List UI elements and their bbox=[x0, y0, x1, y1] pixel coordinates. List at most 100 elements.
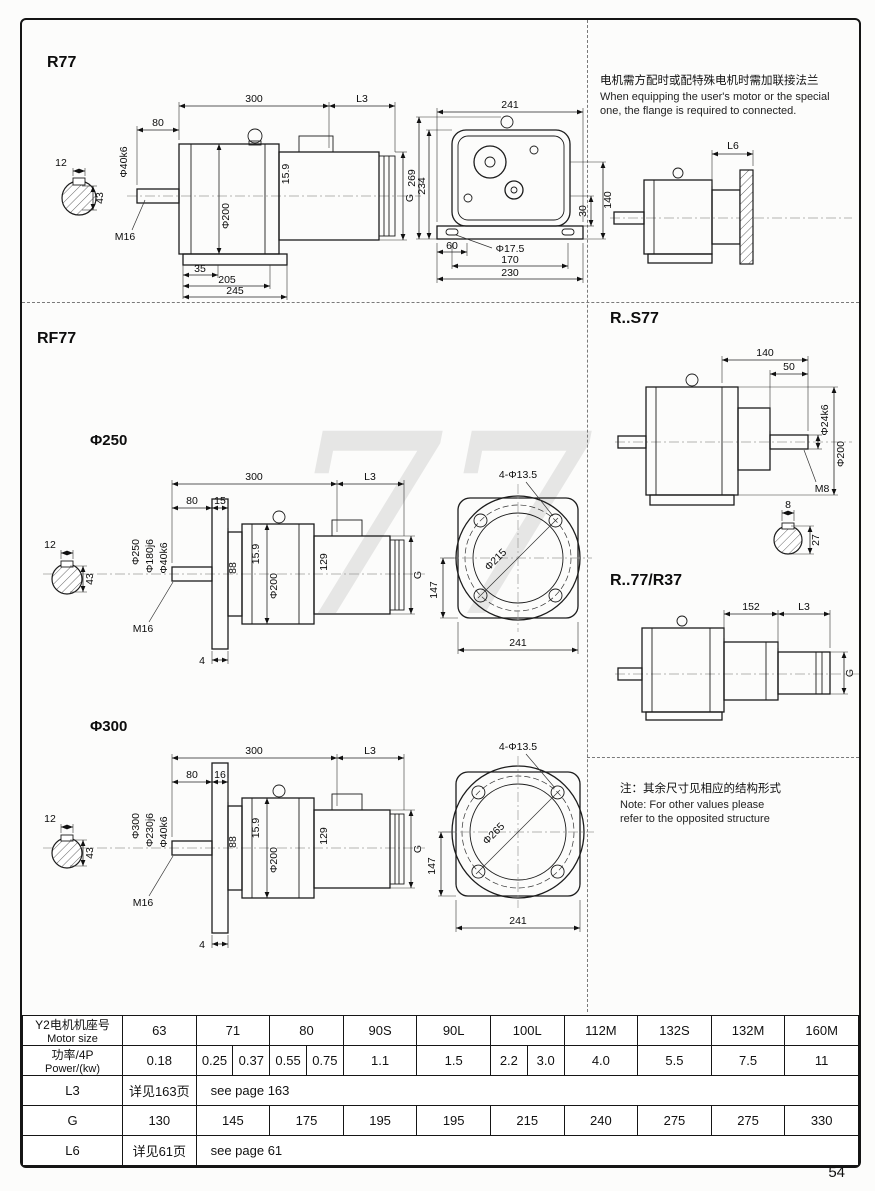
table-cell: 0.25 bbox=[201, 1053, 228, 1068]
dim-key-height: 43 bbox=[84, 847, 96, 859]
dim-80: 80 bbox=[152, 117, 164, 129]
dim-147: 147 bbox=[428, 581, 440, 599]
g-header: G bbox=[22, 1105, 123, 1136]
flange-note-en2: one, the flange is required to connected… bbox=[600, 105, 797, 118]
table-cell: 0.18 bbox=[122, 1045, 197, 1076]
subsection-title-phi300: Φ300 bbox=[90, 718, 128, 735]
dimension-lines bbox=[440, 481, 579, 654]
dim-l3: L3 bbox=[364, 471, 376, 483]
section-title-r77: R77 bbox=[47, 54, 77, 71]
motor-size-header-cn: Y2电机机座号 bbox=[35, 1018, 110, 1032]
section-title-r77r37: R..77/R37 bbox=[610, 572, 683, 589]
dim-g: G bbox=[412, 845, 424, 853]
dim-step: 15.9 bbox=[280, 164, 292, 185]
table-cell: 112M bbox=[563, 1015, 639, 1046]
table-cell: 132S bbox=[637, 1015, 712, 1046]
dim-230: 230 bbox=[501, 267, 519, 279]
dim-241: 241 bbox=[509, 637, 527, 649]
table-cell: 1.5 bbox=[416, 1045, 491, 1076]
structure-note-cn: 注：其余尺寸见相应的结构形式 bbox=[620, 783, 781, 795]
dim-bolt-holes: 4-Φ13.5 bbox=[499, 741, 537, 753]
dim-thread: M16 bbox=[133, 623, 154, 635]
housing-front bbox=[436, 115, 584, 240]
structure-note: 注：其余尺寸见相应的结构形式 Note: For other values pl… bbox=[620, 780, 875, 827]
rf77-300-side-drawing: 12 43 bbox=[43, 745, 425, 951]
table-cell: 7.5 bbox=[710, 1045, 786, 1076]
shaft-key-section bbox=[773, 510, 814, 555]
table-cell: 145 bbox=[195, 1105, 271, 1136]
flange-adapter-drawing: L6 bbox=[610, 140, 852, 265]
r77-front-drawing: 241 269 234 30 140 60 Φ17.5 170 230 bbox=[406, 99, 614, 283]
l6-header: L6 bbox=[22, 1135, 123, 1166]
table-cell: 63 bbox=[122, 1015, 197, 1046]
dim-bolt-circle: Φ215 bbox=[482, 546, 509, 573]
page-number: 54 bbox=[828, 1164, 845, 1181]
spec-table: Y2电机机座号 Motor size 63 71 80 90S 90L 100L… bbox=[22, 1015, 860, 1166]
dim-205: 205 bbox=[218, 274, 236, 286]
dim-flange-thickness: 16 bbox=[214, 769, 226, 781]
gearunit-outline bbox=[617, 373, 809, 506]
l3-header: L3 bbox=[22, 1075, 123, 1106]
table-cell: 详见61页 bbox=[122, 1135, 197, 1166]
dim-thread: M8 bbox=[815, 483, 830, 495]
table-cell: see page 61 bbox=[195, 1135, 860, 1166]
dim-170: 170 bbox=[501, 254, 519, 266]
dim-50: 50 bbox=[783, 361, 795, 373]
table-cell: 4.0 bbox=[563, 1045, 639, 1076]
row-g: G 130 145 175 195 195 215 240 275 275 33… bbox=[22, 1105, 859, 1136]
dim-spigot-dia: Φ180j6 bbox=[144, 539, 156, 573]
dim-88: 88 bbox=[227, 836, 239, 848]
dim-step: 15.9 bbox=[250, 818, 262, 839]
dim-key-height: 43 bbox=[94, 192, 106, 204]
table-cell: 90L bbox=[416, 1015, 491, 1046]
dim-300: 300 bbox=[245, 745, 263, 757]
dimension-lines bbox=[711, 150, 754, 186]
watermark: 77 bbox=[284, 381, 592, 672]
dimension-lines bbox=[148, 480, 415, 664]
dimension-lines bbox=[723, 610, 848, 695]
table-cell: 160M bbox=[784, 1015, 859, 1046]
table-cell: 0.75 bbox=[305, 1046, 343, 1075]
dim-key-height: 27 bbox=[810, 534, 822, 546]
dim-l3: L3 bbox=[364, 745, 376, 757]
dim-bolt-holes: 4-Φ13.5 bbox=[499, 469, 537, 481]
r77r37-drawing: 152 L3 G bbox=[615, 601, 860, 721]
row-motor-size: Y2电机机座号 Motor size 63 71 80 90S 90L 100L… bbox=[22, 1015, 859, 1046]
dim-g: G bbox=[844, 669, 856, 677]
dim-300: 300 bbox=[245, 471, 263, 483]
gearmotor-outline bbox=[171, 762, 405, 934]
dimension-lines bbox=[416, 108, 606, 283]
power-header: 功率/4P Power/(kw) bbox=[22, 1045, 123, 1076]
dim-flange-dia: Φ300 bbox=[130, 813, 142, 839]
dimension-lines bbox=[148, 754, 415, 948]
table-cell: 5.5 bbox=[637, 1045, 712, 1076]
rf77-250-side-drawing: 12 43 bbox=[43, 471, 425, 667]
gearmotor-outline bbox=[136, 128, 396, 266]
combined-gearunit-outline bbox=[617, 615, 831, 721]
dim-thread: M16 bbox=[115, 231, 136, 243]
flange-note-en1: When equipping the user's motor or the s… bbox=[600, 91, 830, 103]
dim-shaft-dia: Φ40k6 bbox=[158, 542, 170, 573]
row-l6: L6 详见61页 see page 61 bbox=[22, 1135, 860, 1166]
dim-147: 147 bbox=[426, 857, 438, 875]
table-cell: 11 bbox=[784, 1045, 859, 1076]
table-cell: 71 bbox=[195, 1015, 271, 1046]
shaft-key-section bbox=[61, 168, 97, 216]
structure-note-en2: refer to the opposited structure bbox=[620, 813, 770, 826]
dim-shaft-dia: Φ40k6 bbox=[118, 146, 130, 177]
dim-88: 88 bbox=[227, 562, 239, 574]
dim-129: 129 bbox=[318, 553, 330, 571]
dim-flange-dia: Φ250 bbox=[130, 539, 142, 565]
table-cell: 215 bbox=[489, 1105, 565, 1136]
dim-l6: L6 bbox=[727, 140, 739, 152]
dim-body-dia: Φ200 bbox=[268, 847, 280, 873]
dim-spigot-dia: Φ230j6 bbox=[144, 813, 156, 847]
rs77-drawing: 140 50 Φ24k6 Φ200 M8 8 27 bbox=[615, 347, 852, 555]
dim-80: 80 bbox=[186, 495, 198, 507]
dim-bolt-circle: Φ265 bbox=[480, 820, 507, 847]
dim-shaft-dia: Φ40k6 bbox=[158, 816, 170, 847]
dim-key-height: 43 bbox=[84, 573, 96, 585]
flange-note: 电机需方配时或配特殊电机时需加联接法兰 When equipping the u… bbox=[600, 72, 855, 119]
